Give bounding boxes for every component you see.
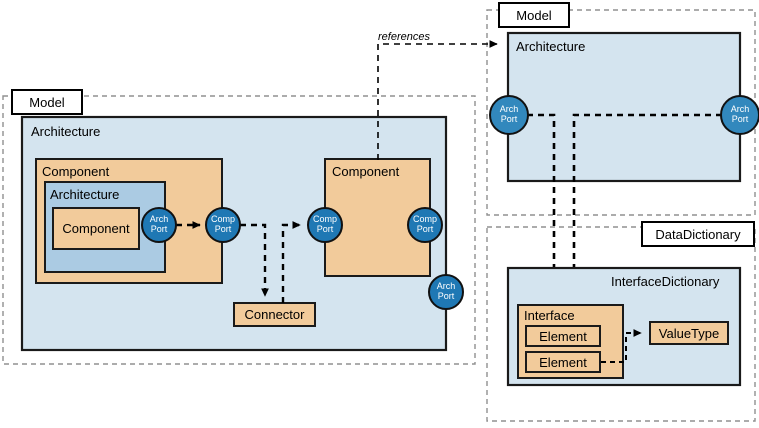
arch-port-edge-circle[interactable] — [428, 274, 464, 310]
edge-connector-to-compport — [281, 221, 301, 303]
comp-port-mid-circle[interactable] — [307, 207, 343, 243]
arch-port-right-right-circle[interactable] — [720, 95, 759, 135]
value-type-box — [649, 321, 729, 345]
comp-port-right-circle[interactable] — [407, 207, 443, 243]
arch-port-inner-circle[interactable] — [141, 207, 177, 243]
component-inner-box — [52, 207, 140, 250]
value-type-label: ValueType — [658, 325, 720, 341]
element-two-label: Element — [539, 354, 587, 370]
region-tag-data-dictionary: DataDictionary — [641, 221, 755, 247]
region-tag-model-right: Model — [498, 2, 570, 28]
region-tag-model-left-label: Model — [29, 94, 65, 110]
element-two-box — [525, 351, 601, 373]
edge-compport-to-connector — [240, 223, 269, 297]
edge-element-to-valuetype — [601, 329, 642, 363]
element-one-box — [525, 325, 601, 347]
connector-label: Connector — [244, 307, 305, 322]
edge-references — [377, 40, 498, 160]
region-model-left-border — [2, 95, 476, 365]
component-inner-label: Component — [62, 221, 130, 236]
region-tag-model-right-label: Model — [516, 7, 552, 23]
connector-box — [233, 302, 316, 327]
architecture-box-right — [506, 31, 742, 183]
comp-port-left-circle[interactable] — [205, 207, 241, 243]
arch-port-right-left-circle[interactable] — [489, 95, 529, 135]
edge-archport-left-to-interface — [527, 113, 558, 310]
region-tag-model-left: Model — [11, 89, 83, 115]
region-tag-data-dictionary-label: DataDictionary — [655, 226, 741, 242]
edge-archport-right-to-interface — [570, 113, 722, 310]
region-data-dictionary-border — [486, 226, 756, 422]
element-one-label: Element — [539, 328, 587, 344]
